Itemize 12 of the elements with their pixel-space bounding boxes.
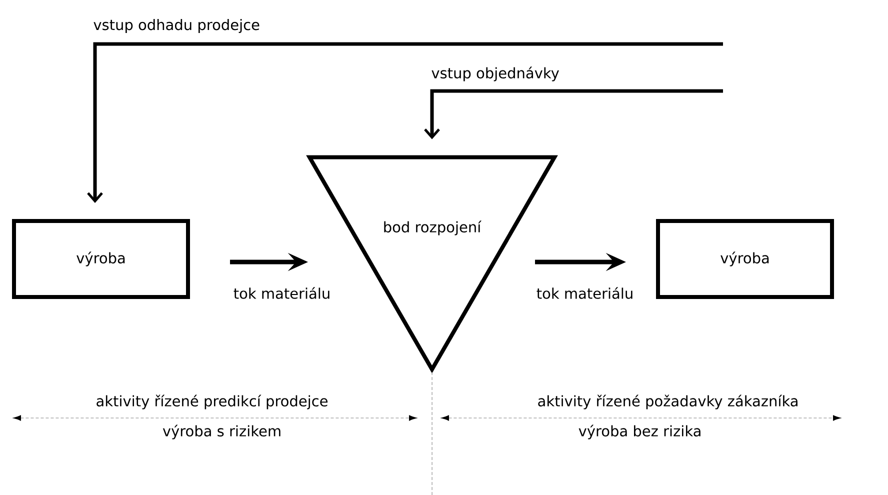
input-arrow — [87, 42, 723, 203]
note-label: výroba s rizikem — [162, 424, 280, 440]
edge-label: tok materiálu — [234, 287, 330, 299]
note-label: výroba bez rizika — [578, 424, 700, 440]
input-arrow — [424, 89, 723, 140]
note-label: aktivity řízené požadavky zákazníka — [538, 394, 798, 410]
process-box: výroba — [12, 219, 190, 299]
edge-label: vstup objednávky — [432, 66, 559, 82]
process-box: výroba — [656, 219, 834, 299]
note-label: aktivity řízené predikcí prodejce — [96, 394, 328, 410]
edge-label: vstup odhadu prodejce — [94, 18, 260, 33]
edge-label: tok materiálu — [536, 287, 632, 299]
